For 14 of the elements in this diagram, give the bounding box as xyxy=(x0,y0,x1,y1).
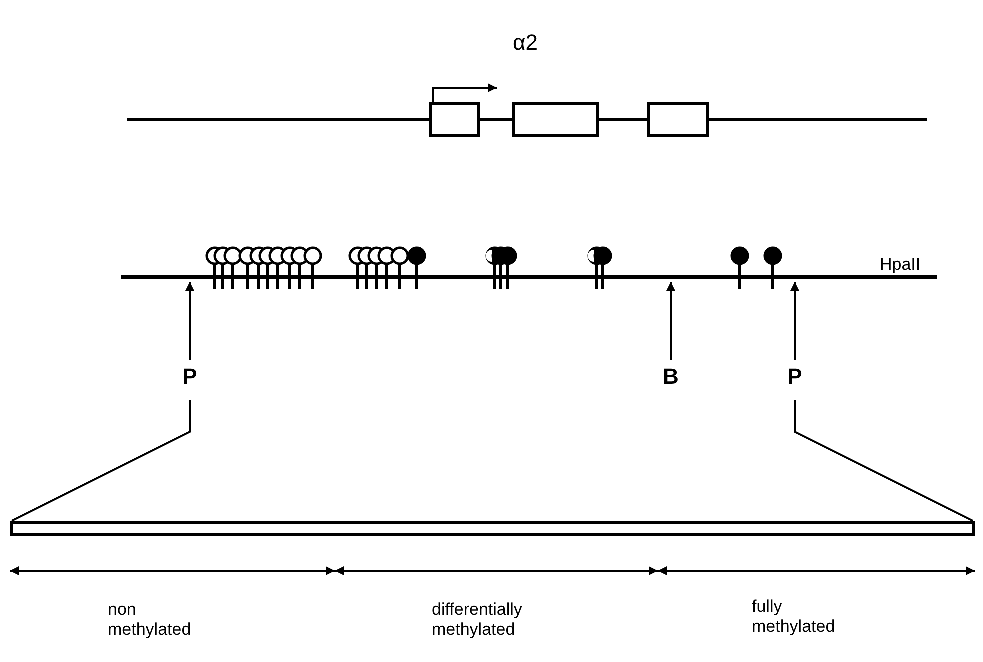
site-label: HpaII xyxy=(880,255,922,275)
gene-label: α2 xyxy=(513,30,539,56)
site-label: B xyxy=(659,366,683,392)
region-label: fully methylated xyxy=(752,597,836,636)
site-label: P xyxy=(783,366,807,392)
zoom-line xyxy=(12,400,191,522)
expanded-region-bar xyxy=(10,521,975,536)
zoom-line xyxy=(794,400,974,522)
region-label: non methylated xyxy=(108,600,192,640)
arrow xyxy=(186,282,194,360)
arrow xyxy=(666,282,676,360)
region-label: differentially methylated xyxy=(432,600,524,640)
site-label: P xyxy=(178,366,202,392)
arrow xyxy=(790,282,800,360)
